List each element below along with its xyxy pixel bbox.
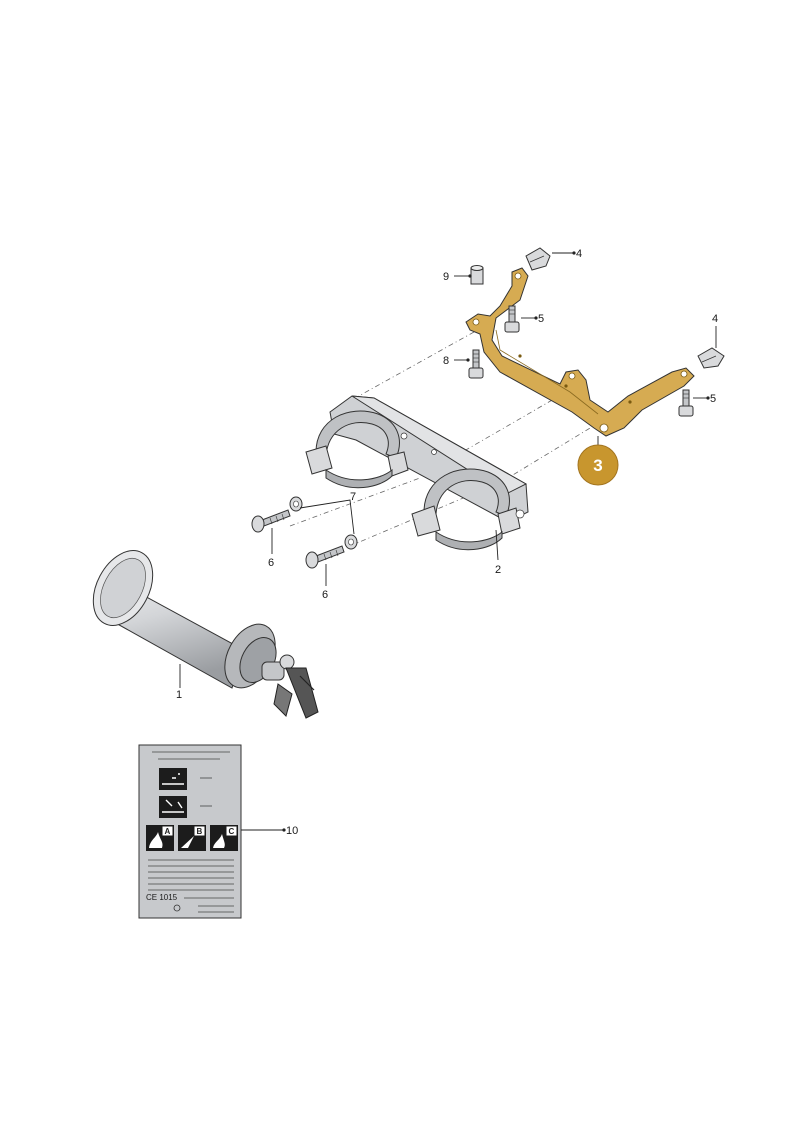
mounting-hole-icon (173, 904, 181, 912)
bolt-part-5-right[interactable] (678, 389, 694, 417)
holder-part-2[interactable] (305, 395, 529, 551)
leader-lines (179, 251, 717, 832)
bolt-part-5-upper[interactable] (504, 305, 520, 333)
screw-part-6-lower[interactable] (305, 545, 345, 569)
callout-5-right: 5 (710, 393, 716, 405)
fire-extinguisher-part-1[interactable] (81, 540, 319, 719)
spacer-sleeve-part-9[interactable] (470, 265, 484, 285)
callout-1: 1 (176, 689, 182, 701)
callout-6-lower: 6 (322, 589, 328, 601)
class-a-label: A (165, 827, 171, 836)
callout-8: 8 (443, 355, 449, 367)
callouts: 9 8 5 5 4 4 7 6 6 2 1 10 (176, 248, 718, 837)
class-b-label: B (197, 827, 203, 836)
clip-nut-part-4-right[interactable] (697, 347, 725, 369)
callout-5-upper: 5 (538, 313, 544, 325)
spray-pictogram-icon (159, 796, 187, 818)
callout-6-upper: 6 (268, 557, 274, 569)
operation-pictogram-icon (159, 768, 187, 790)
bolt-part-8[interactable] (468, 349, 484, 379)
callout-4-right: 4 (712, 313, 718, 325)
highlight-badge-part-3[interactable]: 3 (577, 444, 619, 486)
badge-number: 3 (593, 456, 602, 475)
callout-2: 2 (495, 564, 501, 576)
label-plate-part-10[interactable]: A B C CE 1015 (138, 744, 242, 919)
callout-7: 7 (350, 491, 356, 503)
bracket-part-3[interactable] (465, 267, 695, 437)
clip-nut-part-4-upper[interactable] (525, 247, 551, 271)
screw-part-6-upper[interactable] (251, 509, 291, 533)
washer-part-7-lower[interactable] (344, 534, 358, 550)
class-c-label: C (229, 827, 235, 836)
callout-4-upper: 4 (576, 248, 582, 260)
alignment-lines (289, 331, 601, 547)
cert-mark: CE 1015 (146, 893, 178, 902)
callout-10: 10 (286, 825, 298, 837)
callout-9: 9 (443, 271, 449, 283)
washer-part-7-upper[interactable] (289, 496, 303, 512)
